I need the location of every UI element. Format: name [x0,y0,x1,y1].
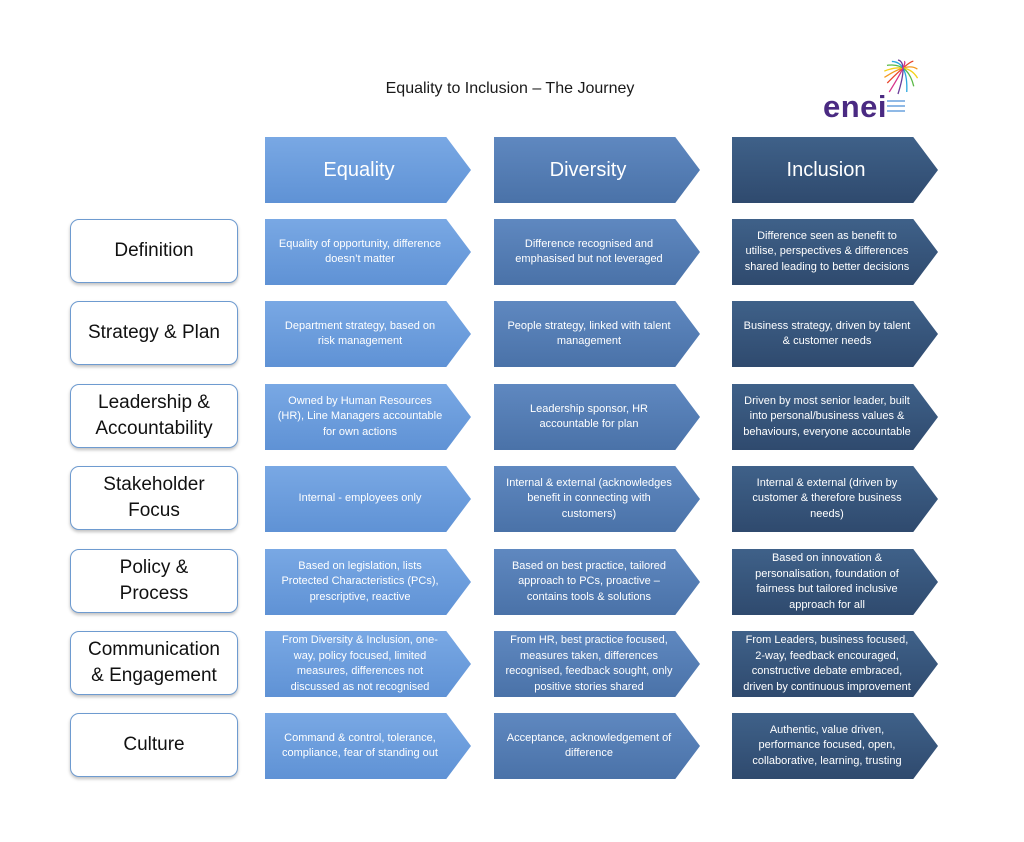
cell-equality: Based on legislation, lists Protected Ch… [265,549,471,615]
logo-swirl-icon [884,59,919,95]
cell-equality: Department strategy, based on risk manag… [265,301,471,367]
cell-diversity: Based on best practice, tailored approac… [494,549,700,615]
row-label: Policy & Process [70,549,238,613]
row-label: Communication & Engagement [70,631,238,695]
row-label: Stakeholder Focus [70,466,238,530]
cell-inclusion: Business strategy, driven by talent & cu… [732,301,938,367]
row-label: Definition [70,219,238,283]
cell-inclusion: Based on innovation & personalisation, f… [732,549,938,615]
cell-inclusion: Internal & external (driven by customer … [732,466,938,532]
cell-equality: Internal - employees only [265,466,471,532]
cell-inclusion: Driven by most senior leader, built into… [732,384,938,450]
cell-diversity: Internal & external (acknowledges benefi… [494,466,700,532]
cell-inclusion: Authentic, value driven, performance foc… [732,713,938,779]
cell-diversity: Difference recognised and emphasised but… [494,219,700,285]
cell-equality: Command & control, tolerance, compliance… [265,713,471,779]
cell-diversity: People strategy, linked with talent mana… [494,301,700,367]
cell-equality: Owned by Human Resources (HR), Line Mana… [265,384,471,450]
logo-lines-icon [887,100,905,115]
cell-inclusion: Difference seen as benefit to utilise, p… [732,219,938,285]
cell-inclusion: From Leaders, business focused, 2-way, f… [732,631,938,697]
logo-text: enei [823,89,888,124]
page-title: Equality to Inclusion – The Journey [385,80,635,97]
column-header-inclusion: Inclusion [732,137,938,203]
cell-equality: Equality of opportunity, difference does… [265,219,471,285]
row-label: Culture [70,713,238,777]
column-header-diversity: Diversity [494,137,700,203]
cell-diversity: From HR, best practice focused, measures… [494,631,700,697]
row-label: Leadership & Accountability [70,384,238,448]
cell-diversity: Leadership sponsor, HR accountable for p… [494,384,700,450]
cell-equality: From Diversity & Inclusion, one-way, pol… [265,631,471,697]
row-label: Strategy & Plan [70,301,238,365]
column-header-equality: Equality [265,137,471,203]
cell-diversity: Acceptance, acknowledgement of differenc… [494,713,700,779]
